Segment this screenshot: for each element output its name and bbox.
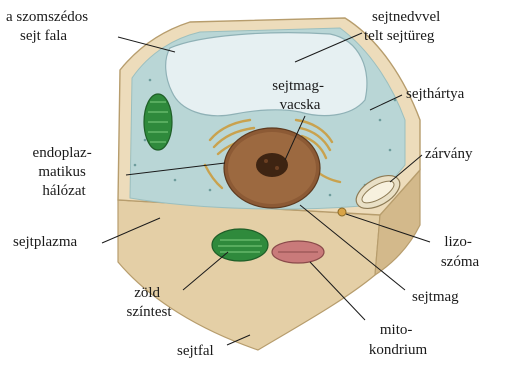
label-endoplasmic-reticulum: endoplaz- matikus hálózat: [33, 145, 96, 199]
label-cytoplasm: sejtplazma: [13, 234, 77, 250]
mitochondrion: [272, 241, 324, 263]
chloroplast-upper: [144, 94, 172, 150]
label-mitochondrion: mito- kondrium: [369, 322, 428, 358]
label-lysosome: lizo- szóma: [441, 234, 480, 270]
label-inclusion: zárvány: [425, 146, 473, 162]
vacuole: [166, 33, 367, 116]
label-neighbor-wall: a szomszédos sejt fala: [6, 9, 92, 44]
label-cell-wall: sejtfal: [177, 343, 214, 359]
nucleolus: [256, 153, 288, 177]
label-vacuole: sejtnedvvel telt sejtüreg: [364, 9, 444, 44]
lysosome: [338, 208, 346, 216]
chloroplast-lower: [212, 229, 268, 261]
label-membrane: sejthártya: [406, 86, 465, 102]
label-nucleus: sejtmag: [412, 289, 459, 305]
